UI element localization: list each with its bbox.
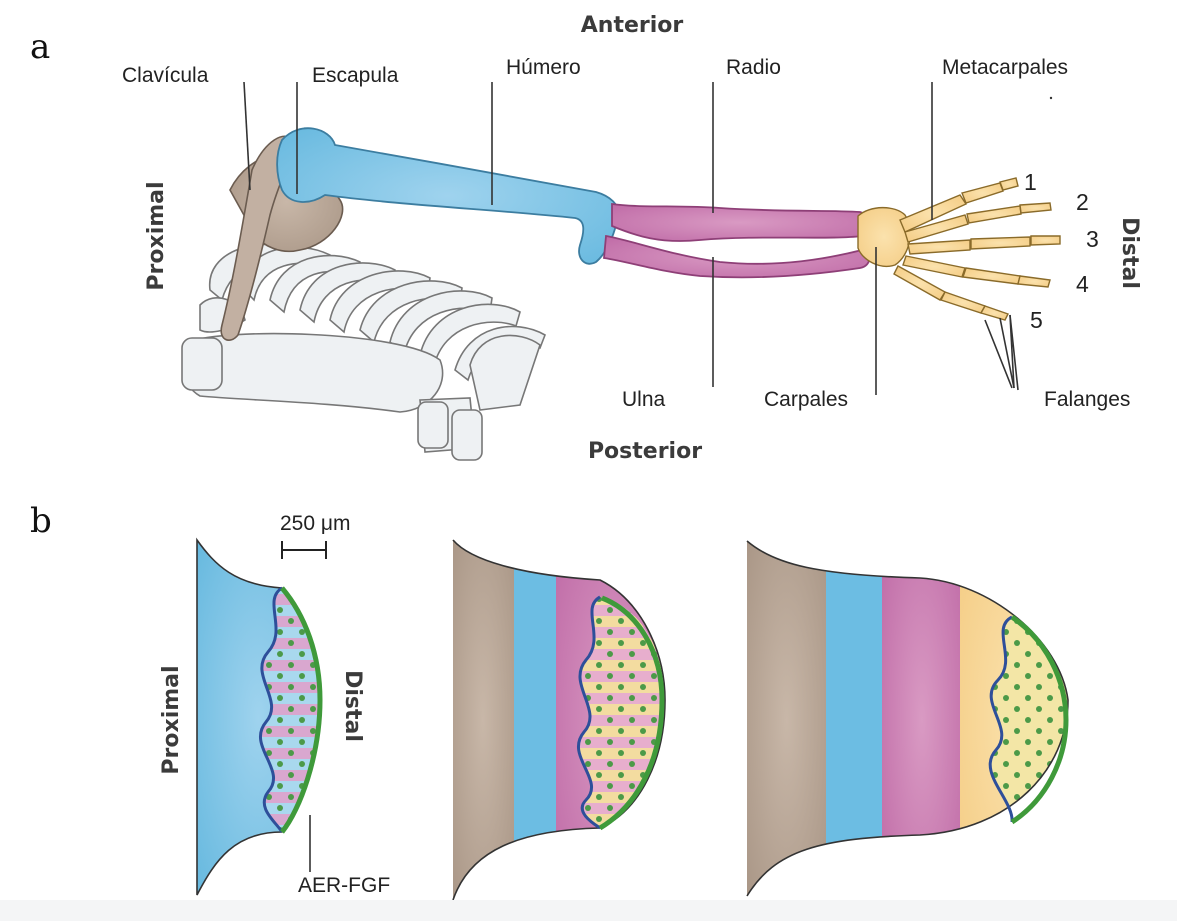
- proximal-label-a: Proximal: [144, 181, 169, 290]
- digit-1: 1: [1024, 169, 1037, 195]
- panel-b-letter: b: [30, 501, 52, 541]
- digit-2: 2: [1076, 189, 1089, 215]
- anterior-label: Anterior: [581, 13, 684, 38]
- label-ulna: Ulna: [622, 388, 666, 411]
- scale-bar: [282, 541, 326, 559]
- limb-bud-early: [197, 540, 320, 895]
- scale-bar-label: 250 μm: [280, 512, 350, 535]
- label-clavicula: Clavícula: [122, 64, 209, 87]
- label-radio: Radio: [726, 56, 781, 79]
- proximal-label-b: Proximal: [159, 665, 184, 774]
- label-humero: Húmero: [506, 56, 581, 79]
- digit-5: 5: [1030, 307, 1043, 333]
- bottom-strip: [0, 900, 1177, 921]
- digit-3: 3: [1086, 226, 1099, 252]
- posterior-label: Posterior: [588, 439, 702, 464]
- label-falanges: Falanges: [1044, 388, 1130, 411]
- aer-fgf-label: AER-FGF: [298, 874, 390, 897]
- label-carpales: Carpales: [764, 388, 848, 411]
- distal-label-a: Distal: [1117, 217, 1142, 289]
- limb-bud-middle: [450, 530, 676, 910]
- limb-bud-late: [745, 530, 1080, 910]
- hand-bones: [858, 178, 1060, 320]
- radius-bone: [612, 204, 869, 241]
- label-metacarpales: Metacarpales: [942, 56, 1068, 79]
- distal-label-b: Distal: [340, 670, 365, 742]
- humerus-bone: [277, 128, 618, 264]
- digit-4: 4: [1076, 271, 1089, 297]
- ulna-bone: [604, 236, 869, 277]
- panel-a-letter: a: [30, 27, 50, 67]
- label-escapula: Escapula: [312, 64, 399, 87]
